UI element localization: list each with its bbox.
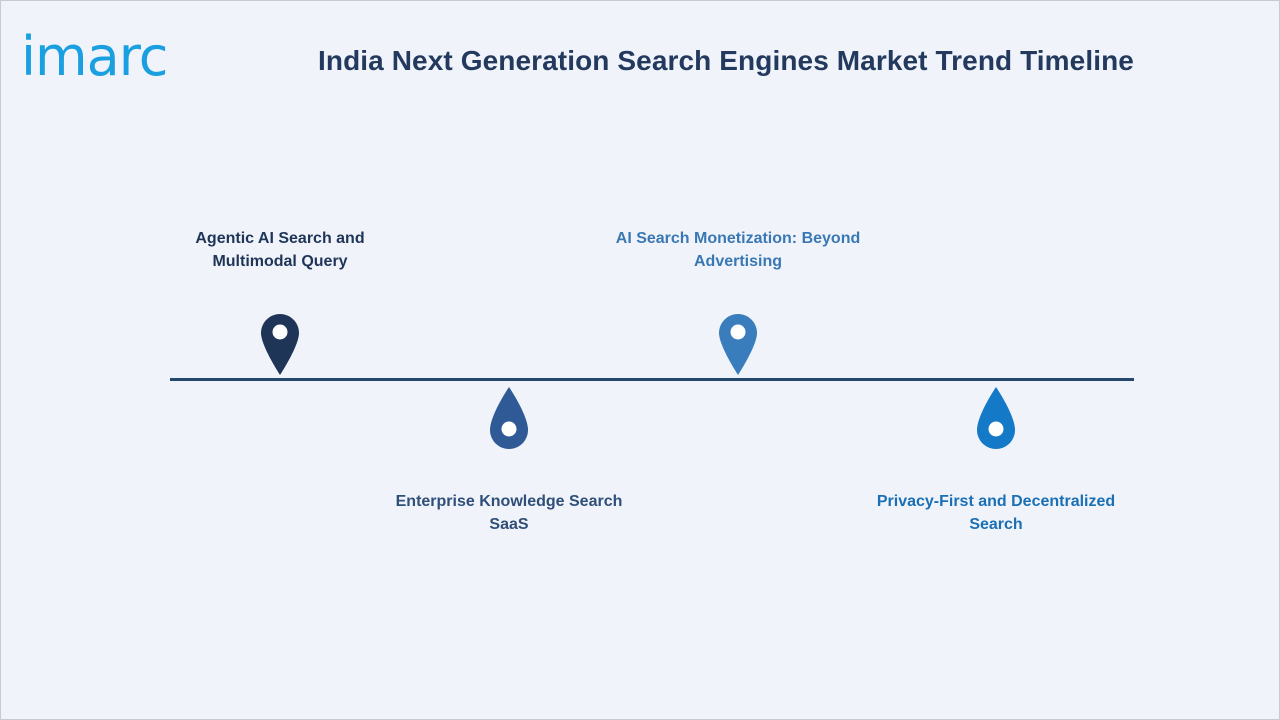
logo-text: imarc (21, 25, 167, 81)
page-title: India Next Generation Search Engines Mar… (318, 45, 1134, 76)
milestone-label-line2: Search (969, 516, 1023, 533)
drop-pin-icon (976, 386, 1016, 450)
milestone-label-ai-search-monetization: AI Search Monetization: Beyond Advertisi… (598, 227, 878, 273)
milestone-label-agentic-ai-search: Agentic AI Search and Multimodal Query (140, 227, 420, 273)
map-pin-icon (718, 313, 758, 377)
imarc-logo-mark: imarc (21, 25, 168, 81)
milestone-label-line1: Privacy-First and Decentralized (876, 493, 1116, 510)
milestone-label-line2: Multimodal Query (212, 253, 348, 270)
milestone-label-line1: AI Search Monetization: Beyond (615, 230, 861, 247)
milestone-label-privacy-first-search: Privacy-First and Decentralized Search (856, 490, 1136, 536)
milestone-label-line1: Enterprise Knowledge Search (395, 493, 623, 510)
drop-pin-icon (489, 386, 529, 450)
milestone-label-enterprise-knowledge-search: Enterprise Knowledge Search SaaS (369, 490, 649, 536)
map-pin-icon (260, 313, 300, 377)
timeline-line (170, 378, 1134, 381)
milestone-label-line2: Advertising (693, 253, 782, 270)
milestone-label-line1: Agentic AI Search and (195, 230, 365, 247)
imarc-logo: imarc (21, 11, 211, 81)
milestone-label-line2: SaaS (489, 516, 529, 533)
